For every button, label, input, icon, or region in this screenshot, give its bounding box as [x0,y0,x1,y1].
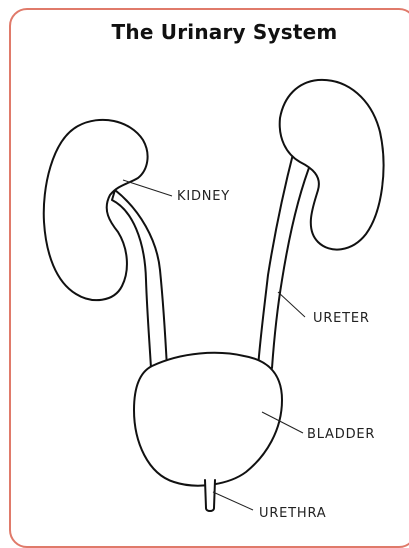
bladder-label: BLADDER [307,427,375,442]
ureter-leader-line [278,292,305,317]
urethra-leader-line [213,492,253,510]
urethra [205,480,215,511]
urethra-label: URETHRA [259,506,326,521]
bladder [134,353,282,486]
right-ureter [258,150,312,368]
ureter-label: URETER [313,311,370,326]
kidney-label: KIDNEY [177,189,230,204]
kidney-leader-line [123,180,172,196]
